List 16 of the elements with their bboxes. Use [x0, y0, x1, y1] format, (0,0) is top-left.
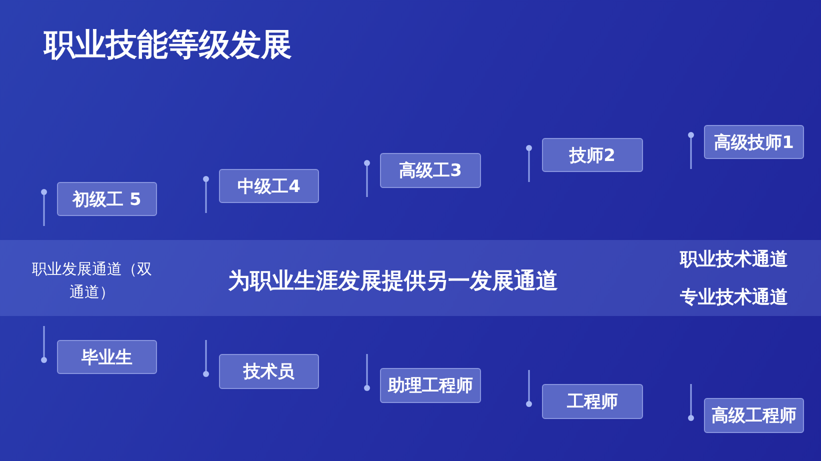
level-box: 初级工 5 [57, 182, 157, 216]
level-box: 高级工3 [380, 153, 481, 188]
level-box: 中级工4 [219, 169, 319, 203]
level-box: 毕业生 [57, 340, 157, 374]
level-box: 工程师 [542, 384, 643, 419]
level-box: 技术员 [219, 354, 319, 389]
level-box: 高级工程师 [704, 398, 804, 433]
channel-name: 职业技术通道 [680, 248, 788, 271]
level-box: 助理工程师 [380, 368, 481, 403]
channel-name: 专业技术通道 [680, 286, 788, 309]
channel-band [0, 240, 821, 316]
channel-name: 职业发展通道（双通道） [31, 259, 153, 303]
title: 职业技能等级发展 [44, 26, 292, 65]
level-box: 技师2 [542, 138, 643, 172]
level-box: 高级技师1 [704, 125, 804, 159]
band-heading: 为职业生涯发展提供另一发展通道 [228, 268, 558, 296]
